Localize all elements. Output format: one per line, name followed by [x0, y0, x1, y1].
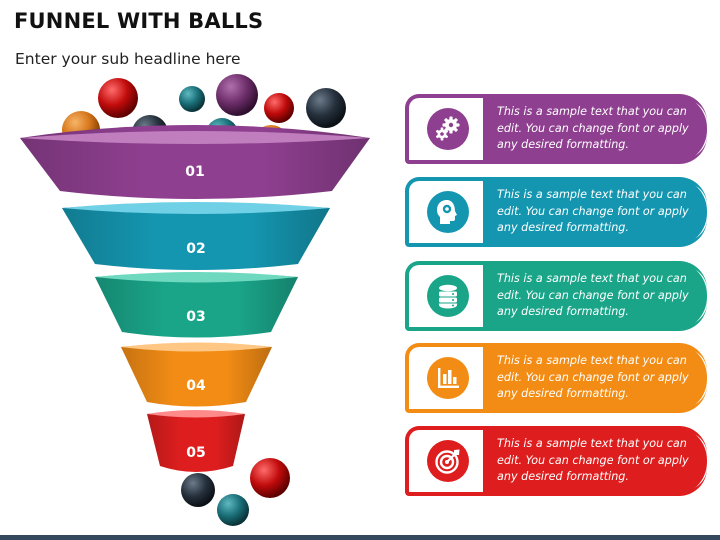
ball-purple	[216, 74, 258, 116]
ball-red	[250, 458, 290, 498]
ball-red	[98, 78, 138, 118]
ball-teal	[179, 86, 205, 112]
info-card-1: This is a sample text that you can edit.…	[405, 94, 707, 164]
card-text: This is a sample text that you can edit.…	[497, 188, 689, 235]
card-text: This is a sample text that you can edit.…	[497, 105, 689, 152]
funnel-stage-02: 02	[62, 202, 330, 270]
bar-chart-icon	[438, 368, 459, 388]
gears-icon	[435, 116, 460, 141]
stage-label: 02	[186, 241, 205, 257]
icon-circle	[422, 103, 474, 155]
footer-bar	[0, 535, 720, 540]
page-subtitle: Enter your sub headline here	[15, 50, 241, 68]
ball-teal	[217, 494, 249, 526]
card-panel	[483, 94, 707, 164]
card-text: This is a sample text that you can edit.…	[497, 437, 689, 484]
funnel-stage-01: 01	[20, 125, 370, 199]
page-title: FUNNEL WITH BALLS	[14, 9, 264, 33]
card-panel	[483, 261, 707, 331]
funnel-stage-03: 03	[95, 272, 298, 338]
stage-label: 01	[185, 164, 204, 180]
info-card-2: This is a sample text that you can edit.…	[405, 177, 707, 247]
funnel-diagram: 01 02 03 04 05	[20, 74, 370, 526]
stage-label: 05	[186, 445, 205, 461]
stage-label: 03	[186, 309, 205, 325]
target-icon	[435, 449, 460, 474]
ball-navy	[181, 473, 215, 507]
card-panel	[483, 426, 707, 496]
card-text: This is a sample text that you can edit.…	[497, 272, 689, 319]
icon-circle	[422, 435, 474, 487]
icon-circle	[422, 352, 474, 404]
icon-circle	[422, 186, 474, 238]
stage-label: 04	[186, 378, 206, 394]
ball-navy	[306, 88, 346, 128]
database-icon	[439, 284, 457, 309]
ball-red	[264, 93, 294, 123]
info-card-3: This is a sample text that you can edit.…	[405, 261, 707, 331]
head-gear-icon	[437, 200, 457, 224]
info-card-5: This is a sample text that you can edit.…	[405, 426, 707, 496]
card-text: This is a sample text that you can edit.…	[497, 354, 689, 401]
funnel-stage-04: 04	[121, 342, 272, 407]
funnel-stage-05: 05	[147, 410, 245, 472]
card-panel	[483, 177, 707, 247]
info-card-4: This is a sample text that you can edit.…	[405, 343, 707, 413]
card-panel	[483, 343, 707, 413]
icon-circle	[422, 270, 474, 322]
